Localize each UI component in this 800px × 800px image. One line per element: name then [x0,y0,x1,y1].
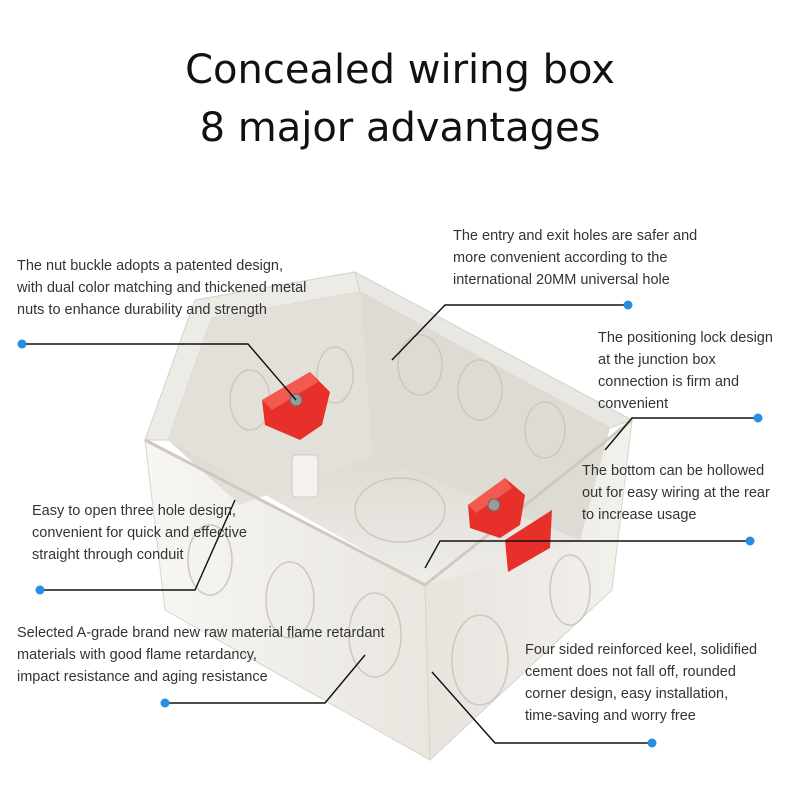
dot-positioning-lock [753,413,763,423]
caption-line: more convenient according to the [453,250,668,266]
dot-nut-buckle [17,339,27,349]
caption-line: connection is firm and [598,374,740,390]
caption-keel: Four sided reinforced keel, solidified c… [525,639,757,727]
caption-line: The positioning lock design [598,330,773,346]
dot-keel [647,738,657,748]
caption-line: at the junction box [598,352,716,368]
caption-line: straight through conduit [32,547,184,563]
title-line-1: Concealed wiring box [185,47,615,93]
caption-line: with dual color matching and thickened m… [17,280,307,296]
leader-three-hole [40,499,236,591]
caption-line: Easy to open three hole design, [32,503,236,519]
leader-lines [22,304,758,744]
leader-material [165,654,366,704]
caption-line: cement does not fall off, rounded [525,664,736,680]
leader-nut-buckle [22,343,297,401]
caption-line: The nut buckle adopts a patented design, [17,258,284,274]
caption-line: international 20MM universal hole [453,272,670,288]
caption-line: The bottom can be hollowed [582,463,765,479]
callout-dots [17,300,763,748]
caption-entry-holes: The entry and exit holes are safer and m… [453,225,697,291]
dot-bottom-hollow [745,536,755,546]
caption-line: corner design, easy installation, [525,686,729,702]
dot-entry-holes [623,300,633,310]
caption-line: convenient for quick and effective [32,525,247,541]
knockout-holes [187,334,591,706]
caption-line: nuts to enhance durability and strength [17,302,267,318]
title-line-2: 8 major advantages [199,105,601,151]
caption-line: The entry and exit holes are safer and [453,228,698,244]
positioning-tab [291,454,319,498]
leader-bottom-hollow [424,540,750,569]
caption-nut-buckle: The nut buckle adopts a patented design,… [17,255,306,321]
caption-line: materials with good flame retardancy, [17,647,257,663]
caption-bottom-hollow: The bottom can be hollowed out for easy … [582,460,770,526]
caption-three-hole: Easy to open three hole design, convenie… [32,500,247,566]
dot-three-hole [35,585,45,595]
caption-positioning-lock: The positioning lock design at the junct… [598,327,773,415]
leader-keel [431,671,652,744]
caption-line: impact resistance and aging resistance [17,669,268,685]
caption-line: time-saving and worry free [525,708,696,724]
leader-positioning-lock [604,417,758,451]
caption-line: convenient [598,396,669,412]
caption-material: Selected A-grade brand new raw material … [17,622,385,688]
caption-line: out for easy wiring at the rear [582,485,770,501]
caption-line: to increase usage [582,507,697,523]
caption-line: Selected A-grade brand new raw material … [17,625,385,641]
dot-material [160,698,170,708]
caption-line: Four sided reinforced keel, solidified [525,642,758,658]
leader-entry-holes [391,304,628,361]
